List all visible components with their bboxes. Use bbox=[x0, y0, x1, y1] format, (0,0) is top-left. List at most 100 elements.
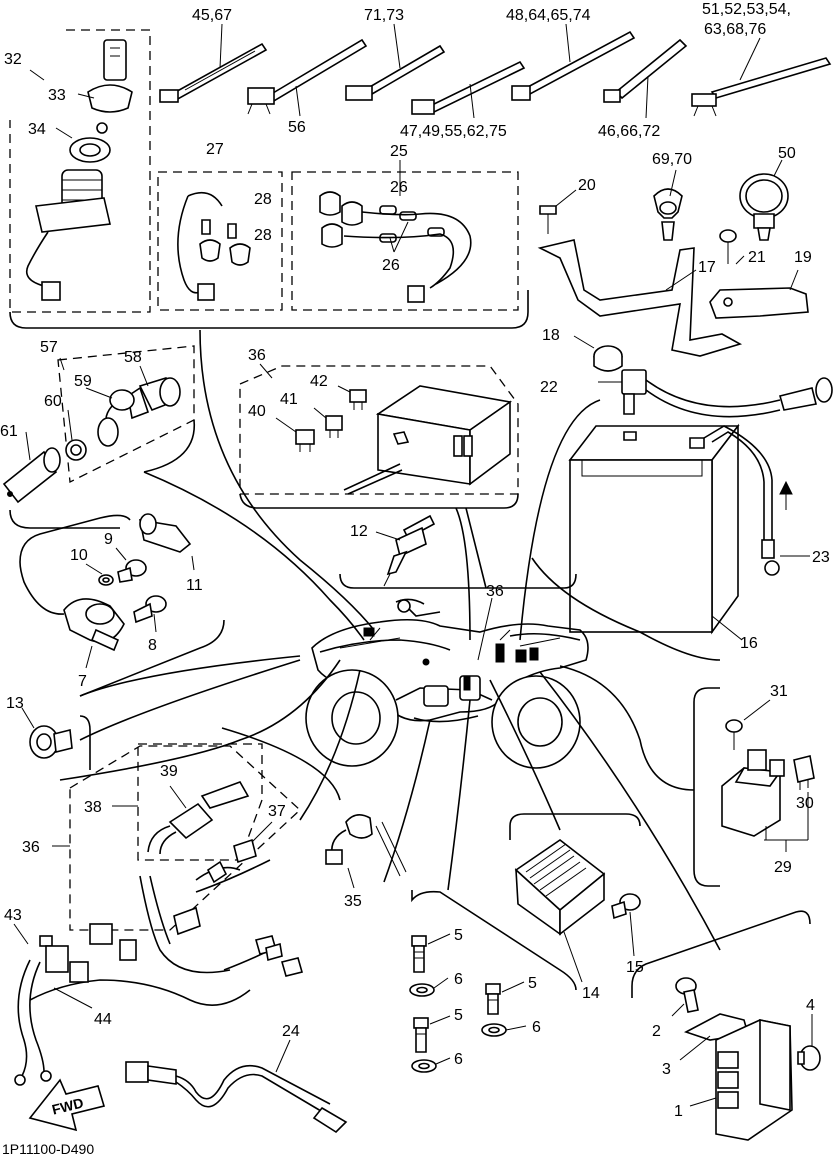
callout-7: 7 bbox=[78, 673, 87, 690]
band-51-76 bbox=[691, 37, 832, 117]
callout-5a: 5 bbox=[454, 927, 463, 944]
fuse-42 bbox=[349, 389, 367, 410]
callout-27: 27 bbox=[206, 141, 224, 158]
sub-lead-27 bbox=[177, 191, 251, 301]
callout-45-67: 45,67 bbox=[192, 7, 232, 24]
sensor-13 bbox=[29, 725, 73, 759]
callout-38: 38 bbox=[84, 799, 102, 816]
callout-42: 42 bbox=[310, 373, 328, 390]
callout-36b: 36 bbox=[486, 583, 504, 600]
sub-lead-25 bbox=[319, 191, 472, 303]
washer-6a bbox=[409, 983, 435, 997]
main-switch-key bbox=[87, 39, 133, 134]
fuse-box bbox=[343, 385, 513, 495]
callout-63-76: 63,68,76 bbox=[704, 21, 766, 38]
battery-cable-22 bbox=[621, 369, 833, 418]
callout-39: 39 bbox=[160, 763, 178, 780]
fwd-label: FWD bbox=[50, 1094, 85, 1117]
callout-5c: 5 bbox=[454, 1007, 463, 1024]
washer-10 bbox=[98, 574, 114, 586]
callout-25: 25 bbox=[390, 143, 408, 160]
callout-17: 17 bbox=[698, 259, 716, 276]
sensor-5a bbox=[411, 935, 427, 973]
sensor-5c bbox=[413, 1017, 429, 1053]
callout-18: 18 bbox=[542, 327, 560, 344]
callout-9: 9 bbox=[104, 531, 113, 548]
callout-3: 3 bbox=[662, 1061, 671, 1078]
callout-34: 34 bbox=[28, 121, 46, 138]
battery-bracket bbox=[537, 239, 743, 357]
ecu bbox=[715, 1019, 793, 1141]
callout-22: 22 bbox=[540, 379, 558, 396]
battery bbox=[568, 423, 740, 635]
sensor-5b bbox=[485, 983, 501, 1015]
callout-31: 31 bbox=[770, 683, 788, 700]
callout-61: 61 bbox=[0, 423, 18, 440]
dc-jack-58 bbox=[127, 377, 181, 420]
callout-33: 33 bbox=[48, 87, 66, 104]
callout-36c: 36 bbox=[22, 839, 40, 856]
damper-18 bbox=[593, 345, 623, 372]
callout-13: 13 bbox=[6, 695, 24, 712]
callout-26a: 26 bbox=[390, 179, 408, 196]
fuse-40 bbox=[295, 429, 315, 452]
callout-28a: 28 bbox=[254, 191, 272, 208]
callout-24: 24 bbox=[282, 1023, 300, 1040]
callout-57: 57 bbox=[40, 339, 58, 356]
callout-2: 2 bbox=[652, 1023, 661, 1040]
callout-6c: 6 bbox=[454, 1051, 463, 1068]
callout-6a: 6 bbox=[454, 971, 463, 988]
cover-61 bbox=[2, 447, 61, 504]
callout-20: 20 bbox=[578, 177, 596, 194]
callout-11: 11 bbox=[186, 577, 203, 594]
atv-vehicle bbox=[305, 598, 589, 769]
main-switch-body bbox=[25, 137, 111, 301]
bolt-20 bbox=[539, 205, 557, 234]
fastener-4 bbox=[797, 1045, 821, 1071]
callout-30: 30 bbox=[796, 795, 814, 812]
callout-32: 32 bbox=[4, 51, 22, 68]
callout-21: 21 bbox=[748, 249, 766, 266]
callout-15: 15 bbox=[626, 959, 644, 976]
washer-6b bbox=[481, 1023, 507, 1037]
callout-16: 16 bbox=[740, 635, 758, 652]
rectifier-regulator bbox=[514, 839, 606, 936]
callout-40: 40 bbox=[248, 403, 266, 420]
drawing-code: 1P11100-D490 bbox=[2, 1141, 94, 1157]
bolt-15 bbox=[611, 893, 641, 920]
plug-cap-11 bbox=[138, 513, 192, 553]
callout-51-54: 51,52,53,54, bbox=[702, 1, 791, 18]
spark-plug bbox=[383, 514, 436, 587]
band-46-72 bbox=[603, 38, 688, 119]
bolt-31 bbox=[725, 719, 743, 750]
neutral-switch-35 bbox=[325, 814, 407, 877]
callout-29: 29 bbox=[774, 859, 792, 876]
callout-5b: 5 bbox=[528, 975, 537, 992]
clamp-69-70 bbox=[653, 188, 683, 241]
callout-47-75: 47,49,55,62,75 bbox=[400, 123, 507, 140]
callout-10: 10 bbox=[70, 547, 88, 564]
callout-56: 56 bbox=[288, 119, 306, 136]
wire-lead-47-75 bbox=[411, 60, 526, 119]
callout-50: 50 bbox=[778, 145, 796, 162]
bolt-2 bbox=[675, 977, 699, 1013]
fuse-41 bbox=[325, 415, 343, 438]
callout-8: 8 bbox=[148, 637, 157, 654]
cable-tie-45-67 bbox=[159, 23, 268, 103]
ignition-coil bbox=[19, 561, 125, 652]
cover-19 bbox=[709, 287, 809, 319]
callout-36a: 36 bbox=[248, 347, 266, 364]
bolt-8 bbox=[133, 595, 167, 624]
callout-23: 23 bbox=[812, 549, 830, 566]
cable-tie-48-74 bbox=[511, 23, 636, 101]
connector-39 bbox=[147, 781, 250, 855]
callout-58: 58 bbox=[124, 349, 142, 366]
callout-43: 43 bbox=[4, 907, 22, 924]
callout-12: 12 bbox=[350, 523, 368, 540]
connector-37 bbox=[233, 838, 257, 864]
fwd-arrow bbox=[28, 1078, 106, 1132]
callout-46-66-72: 46,66,72 bbox=[598, 123, 660, 140]
wire-harness-36 bbox=[29, 859, 303, 1006]
